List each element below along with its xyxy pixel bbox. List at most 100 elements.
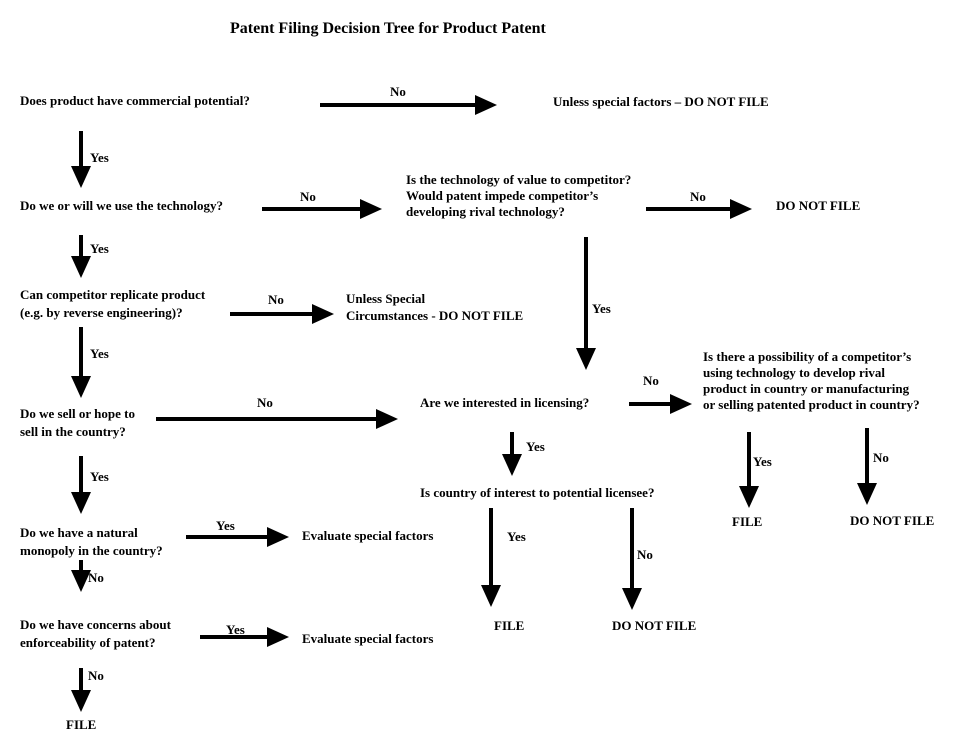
node-r-evaluate-1: Evaluate special factors bbox=[302, 528, 433, 543]
arrow-replicate-yes bbox=[71, 327, 91, 398]
node-text-line: FILE bbox=[494, 618, 524, 633]
arrow-sell-no bbox=[156, 409, 398, 429]
arrowhead bbox=[71, 166, 91, 188]
edge-label-sell-no: No bbox=[257, 395, 273, 410]
node-q-licensing: Are we interested in licensing? bbox=[420, 395, 589, 410]
node-text-line: Evaluate special factors bbox=[302, 631, 433, 646]
node-text-line: Is country of interest to potential lice… bbox=[420, 485, 654, 500]
arrowhead bbox=[267, 627, 289, 647]
arrowhead bbox=[71, 570, 91, 592]
edge-label-monopoly-yes: Yes bbox=[216, 518, 235, 533]
arrowhead bbox=[475, 95, 497, 115]
node-text-line: Do we have a natural bbox=[20, 525, 138, 540]
node-text-line: Do we have concerns about bbox=[20, 617, 172, 632]
node-q-country-interest: Is country of interest to potential lice… bbox=[420, 485, 654, 500]
node-q-commercial: Does product have commercial potential? bbox=[20, 93, 250, 108]
node-r-do-not-file-mid: DO NOT FILE bbox=[612, 618, 696, 633]
node-r-file-mid: FILE bbox=[494, 618, 524, 633]
arrowhead bbox=[481, 585, 501, 607]
arrowhead bbox=[670, 394, 692, 414]
edge-label-enforce-no: No bbox=[88, 668, 104, 683]
diagram-title: Patent Filing Decision Tree for Product … bbox=[230, 20, 546, 37]
node-text-line: Would patent impede competitor’s bbox=[406, 188, 598, 203]
node-text-line: Does product have commercial potential? bbox=[20, 93, 250, 108]
edge-label-use-yes: Yes bbox=[90, 241, 109, 256]
arrowhead bbox=[312, 304, 334, 324]
node-text-line: Is the technology of value to competitor… bbox=[406, 172, 631, 187]
edge-label-country-no: No bbox=[637, 547, 653, 562]
edge-label-commercial-no: No bbox=[390, 84, 406, 99]
edge-label-value-yes: Yes bbox=[592, 301, 611, 316]
arrow-value-yes bbox=[576, 237, 596, 370]
arrowhead bbox=[730, 199, 752, 219]
edge-label-sell-yes: Yes bbox=[90, 469, 109, 484]
arrow-country-no bbox=[622, 508, 642, 610]
node-text-line: product in country or manufacturing bbox=[703, 381, 910, 396]
node-text-line: Do we or will we use the technology? bbox=[20, 198, 223, 213]
arrow-country-yes bbox=[481, 508, 501, 607]
arrowhead bbox=[71, 690, 91, 712]
node-text-line: developing rival technology? bbox=[406, 204, 565, 219]
arrowhead bbox=[360, 199, 382, 219]
node-r-evaluate-2: Evaluate special factors bbox=[302, 631, 433, 646]
edge-label-commercial-yes: Yes bbox=[90, 150, 109, 165]
arrowhead bbox=[857, 483, 877, 505]
node-q-enforce: Do we have concerns about enforceability … bbox=[20, 617, 172, 650]
node-text-line: monopoly in the country? bbox=[20, 543, 163, 558]
edge-label-enforce-yes: Yes bbox=[226, 622, 245, 637]
arrowhead bbox=[71, 492, 91, 514]
arrow-enforce-no bbox=[71, 668, 91, 712]
arrowhead bbox=[71, 376, 91, 398]
node-r-file-right: FILE bbox=[732, 514, 762, 529]
arrowhead bbox=[739, 486, 759, 508]
node-q-replicate: Can competitor replicate product(e.g. by… bbox=[20, 287, 206, 320]
node-r-file-bottom: FILE bbox=[66, 717, 96, 732]
arrow-commercial-no bbox=[320, 95, 497, 115]
arrow-possibility-no bbox=[857, 428, 877, 505]
node-text-line: Unless special factors – DO NOT FILE bbox=[553, 94, 769, 109]
node-q-use-tech: Do we or will we use the technology? bbox=[20, 198, 223, 213]
arrowhead bbox=[267, 527, 289, 547]
node-r-unless-special: Unless special factors – DO NOT FILE bbox=[553, 94, 769, 109]
edge-label-country-yes: Yes bbox=[507, 529, 526, 544]
arrow-use-yes bbox=[71, 235, 91, 278]
node-text-line: Are we interested in licensing? bbox=[420, 395, 589, 410]
node-q-possibility: Is there a possibility of a competitor’s… bbox=[703, 349, 920, 412]
node-text-line: Is there a possibility of a competitor’s bbox=[703, 349, 911, 364]
edge-label-use-no: No bbox=[300, 189, 316, 204]
node-text-line: using technology to develop rival bbox=[703, 365, 885, 380]
node-text-line: (e.g. by reverse engineering)? bbox=[20, 305, 183, 320]
node-text-line: Unless Special bbox=[346, 291, 425, 306]
node-text-line: FILE bbox=[66, 717, 96, 732]
edge-label-monopoly-no: No bbox=[88, 570, 104, 585]
node-text-line: Circumstances - DO NOT FILE bbox=[346, 308, 523, 323]
node-text-line: or selling patented product in country? bbox=[703, 397, 920, 412]
edge-label-value-no: No bbox=[690, 189, 706, 204]
node-text-line: DO NOT FILE bbox=[776, 198, 860, 213]
arrow-sell-yes bbox=[71, 456, 91, 514]
arrow-monopoly-no bbox=[71, 560, 91, 592]
arrow-enforce-yes bbox=[200, 627, 289, 647]
node-text-line: DO NOT FILE bbox=[850, 513, 934, 528]
node-q-value-competitor: Is the technology of value to competitor… bbox=[406, 172, 631, 219]
arrow-possibility-yes bbox=[739, 432, 759, 508]
arrow-use-no bbox=[262, 199, 382, 219]
arrowhead bbox=[576, 348, 596, 370]
arrow-licensing-yes bbox=[502, 432, 522, 476]
node-q-monopoly: Do we have a natural monopoly in the coun… bbox=[20, 525, 163, 558]
node-text-line: FILE bbox=[732, 514, 762, 529]
edge-label-licensing-yes: Yes bbox=[526, 439, 545, 454]
edge-label-possibility-no: No bbox=[873, 450, 889, 465]
node-r-do-not-file-right: DO NOT FILE bbox=[850, 513, 934, 528]
node-text-line: enforceability of patent? bbox=[20, 635, 156, 650]
arrowhead bbox=[71, 256, 91, 278]
node-text-line: sell in the country? bbox=[20, 424, 126, 439]
node-text-line: Evaluate special factors bbox=[302, 528, 433, 543]
arrowhead bbox=[376, 409, 398, 429]
arrow-value-no bbox=[646, 199, 752, 219]
arrow-replicate-no bbox=[230, 304, 334, 324]
arrowhead bbox=[622, 588, 642, 610]
